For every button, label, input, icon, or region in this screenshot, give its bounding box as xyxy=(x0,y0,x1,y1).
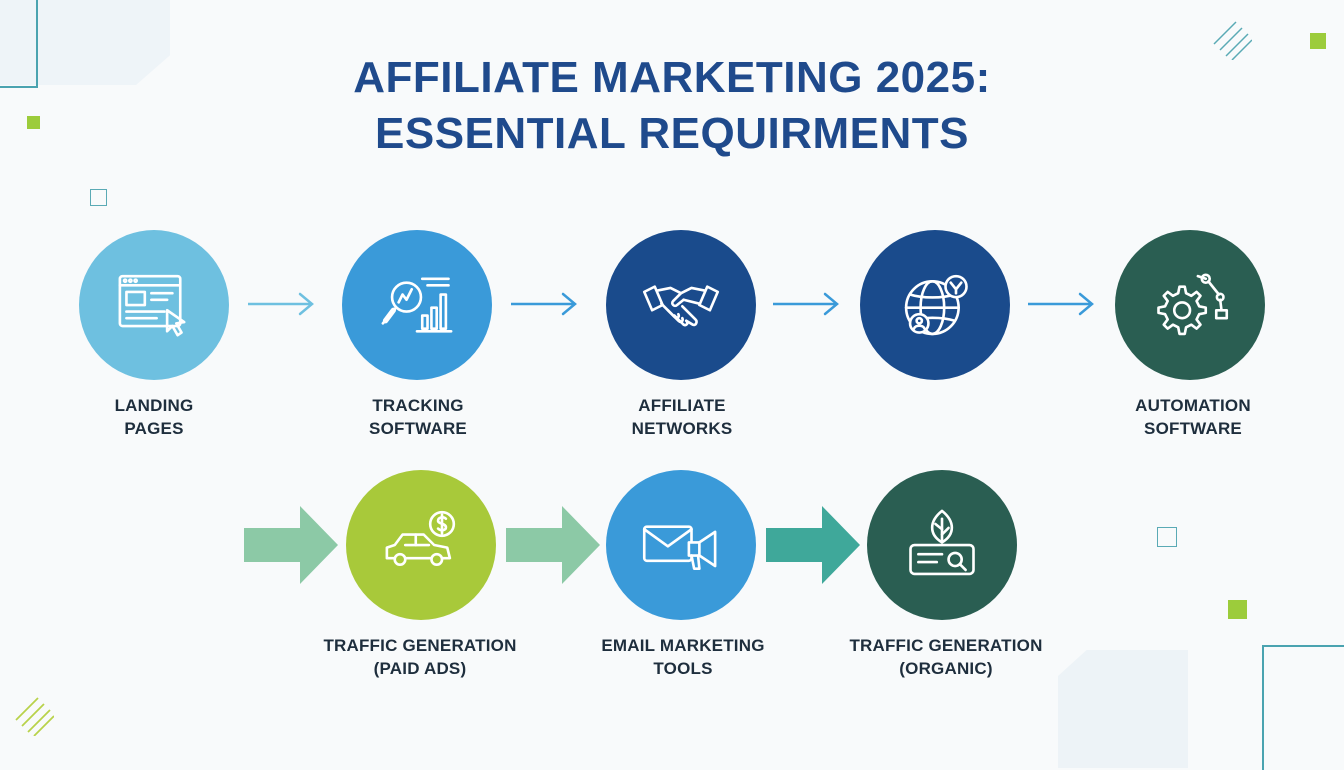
label-landing-pages: LANDING PAGES xyxy=(114,396,194,438)
accent-square xyxy=(1310,33,1326,49)
node-tracking-software xyxy=(342,230,492,380)
flow-arrow-3 xyxy=(773,292,839,316)
node-email-marketing xyxy=(606,470,756,620)
landing-page-icon xyxy=(118,274,186,337)
node-affiliate-networks xyxy=(606,230,756,380)
title-line-1: AFFILIATE MARKETING 2025: xyxy=(353,53,991,102)
label-automation-software: AUTOMATION SOFTWARE xyxy=(1135,396,1251,438)
node-traffic-paid xyxy=(346,470,496,620)
corner-panel-top-left xyxy=(0,0,170,85)
label-tracking-software: TRACKING SOFTWARE xyxy=(369,396,467,438)
node-automation-software xyxy=(1115,230,1265,380)
label-affiliate-networks: AFFILIATE NETWORKS xyxy=(631,396,733,438)
accent-square xyxy=(27,116,40,129)
leaf-search-icon xyxy=(909,509,975,576)
label-traffic-organic: TRAFFIC GENERATION (ORGANIC) xyxy=(849,636,1043,678)
outline-square xyxy=(90,189,107,206)
gear-robot-arm-icon xyxy=(1157,273,1229,336)
outline-square xyxy=(1157,527,1177,547)
hatch-pattern-bottom-left xyxy=(15,697,54,736)
handshake-icon xyxy=(642,285,720,327)
envelope-megaphone-icon xyxy=(642,525,717,570)
magnifier-chart-icon xyxy=(381,277,453,333)
node-global-network xyxy=(860,230,1010,380)
flow-block-arrow-2 xyxy=(506,506,600,584)
flow-arrow-2 xyxy=(511,292,577,316)
flow-block-arrow-3 xyxy=(766,506,860,584)
node-landing-pages xyxy=(79,230,229,380)
title-line-2: ESSENTIAL REQUIRMENTS xyxy=(375,109,969,158)
accent-square xyxy=(1228,600,1247,619)
page-title: AFFILIATE MARKETING 2025: ESSENTIAL REQU… xyxy=(0,50,1344,162)
car-dollar-icon xyxy=(385,510,456,566)
corner-line-top-left xyxy=(0,0,38,88)
flow-arrow-4 xyxy=(1028,292,1094,316)
label-email-marketing: EMAIL MARKETING TOOLS xyxy=(601,636,765,678)
flow-block-arrow-1 xyxy=(244,506,338,584)
flow-arrow-1 xyxy=(248,292,314,316)
hatch-pattern-top-right xyxy=(1213,21,1252,60)
corner-line-bottom-right xyxy=(1262,645,1344,770)
node-traffic-organic xyxy=(867,470,1017,620)
globe-network-icon xyxy=(904,274,968,336)
corner-panel-bottom-right xyxy=(1058,650,1188,768)
label-traffic-paid: TRAFFIC GENERATION (PAID ADS) xyxy=(323,636,517,678)
